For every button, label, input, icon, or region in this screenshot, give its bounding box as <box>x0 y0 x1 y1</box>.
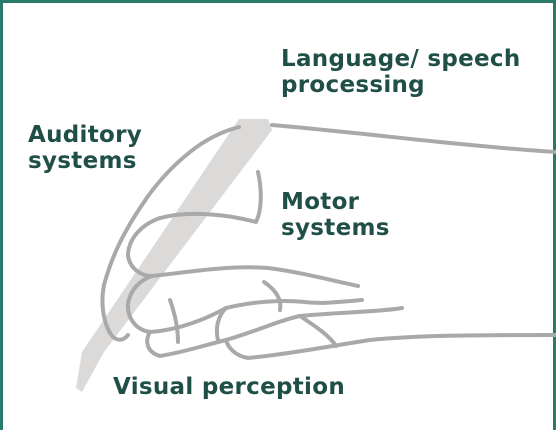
label-auditory-line-2: systems <box>28 148 142 174</box>
label-motor-line-2: systems <box>281 215 390 241</box>
pen-tip <box>76 352 104 392</box>
palm-contour <box>226 335 556 358</box>
label-auditory-line-1: Auditory <box>28 122 142 148</box>
label-language-line-2: processing <box>281 72 521 98</box>
palm-crease <box>300 316 336 346</box>
label-visual-perception: Visual perception <box>113 374 345 400</box>
label-language-speech-processing: Language/ speech processing <box>281 46 521 98</box>
thumb-inner-curve <box>170 300 178 342</box>
knuckle-line-1 <box>264 282 280 310</box>
label-auditory-systems: Auditory systems <box>28 122 142 174</box>
label-visual-line-1: Visual perception <box>113 374 345 400</box>
hand-top-contour <box>272 125 556 152</box>
index-finger-lower <box>128 276 362 332</box>
label-motor-line-1: Motor <box>281 189 390 215</box>
middle-finger <box>147 308 402 356</box>
label-motor-systems: Motor systems <box>281 189 390 241</box>
label-language-line-1: Language/ speech <box>281 46 521 72</box>
